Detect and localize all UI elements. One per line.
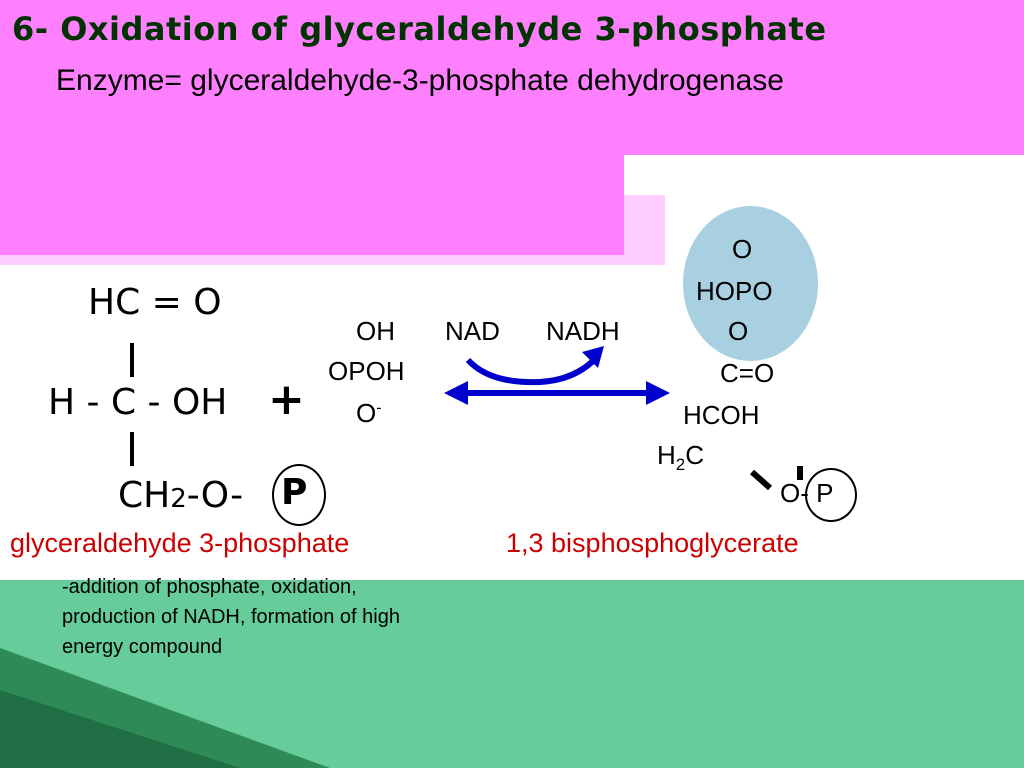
reactant-carbon-line: H - C - OH [48,382,228,423]
cofactor-nadh: NADH [546,316,620,346]
product-h2c-sub: 2 [675,455,686,475]
product-hopo: HOPO [696,276,773,306]
product-hcoh: HCOH [683,400,760,430]
reactant-ch2-prefix: CH [118,475,171,516]
arrow-head-right [646,381,670,405]
reactant-bond-top [130,343,134,377]
product-h2c: H2C [657,440,704,475]
reactant-phosphate-label: P [281,472,308,513]
product-phosphate-circle [805,468,857,522]
reactant-aldehyde-line: HC = O [88,282,222,323]
phosphate-o-charge: - [376,399,382,417]
phosphate-o: O- [356,398,382,429]
phosphate-opoh: OPOH [328,356,405,386]
reactant-phosphate-circle [272,464,326,526]
nad-curved-arrow [465,355,599,386]
header-band [0,0,1024,155]
phosphate-highlight-oval [683,206,818,361]
product-o-p-o: O [780,478,801,508]
nad-arrow-head [582,346,604,368]
footer-darker-wedge [0,690,240,768]
product-name: 1,3 bisphosphoglycerate [506,528,799,558]
phosphate-oh: OH [356,316,395,346]
product-o-p: O- P [780,478,833,509]
product-o-mid: O [728,316,749,346]
cofactor-nad: NAD [445,316,500,346]
product-bond [750,469,772,491]
product-o-p-p: P [816,478,834,508]
product-h2c-h: H [657,440,676,470]
plus-sign: + [268,374,305,425]
product-o-p-dash: - [800,478,817,508]
arrow-head-left [444,381,468,405]
reactant-ch2-sub: 2 [170,484,187,514]
reactant-ch2-suffix: -O- [186,475,244,516]
product-h2c-c: C [685,440,705,470]
product-o-top: O [732,234,753,264]
enzyme-label: Enzyme= glyceraldehyde-3-phosphate dehyd… [56,64,784,97]
slide-title: 6- Oxidation of glyceraldehyde 3-phospha… [12,10,827,48]
reaction-note: -addition of phosphate, oxidation, produ… [62,576,400,658]
reactant-ch2-line: CH2-O- [118,475,243,516]
phosphate-o-letter: O [356,398,377,428]
reactant-bond-bottom [130,432,134,466]
product-c-eq-o: C=O [720,358,775,388]
header-band-left [0,155,624,255]
reactant-name: glyceraldehyde 3-phosphate [10,528,350,558]
